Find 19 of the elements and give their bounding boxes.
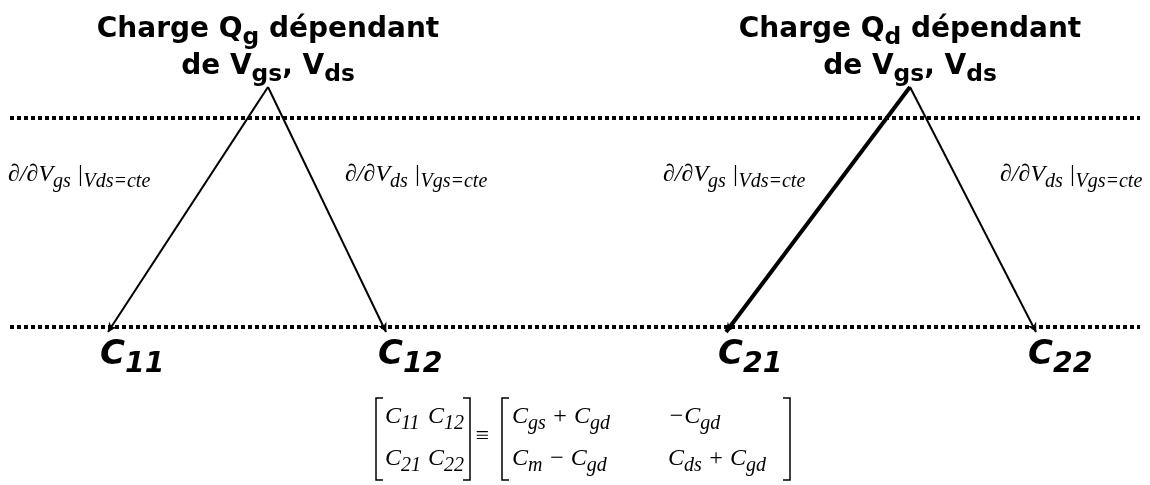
matrix-entry: −C$_{gd}$: [668, 402, 721, 434]
matrix-entry: C$_{m}$ − C$_{gd}$: [512, 444, 607, 476]
capacitance-label: C$_{12}$: [378, 332, 443, 379]
charge-heading: Charge Q$_{d}$ dépendant de V$_{gs}$, V$_{ds}$: [720, 12, 1100, 87]
matrix-entry: C$_{22}$: [428, 444, 464, 476]
matrix-entry: C$_{gs}$ + C$_{gd}$: [512, 402, 610, 434]
charge-heading: Charge Q$_{g}$ dépendant de V$_{gs}$, V$_{ds}$: [78, 12, 458, 87]
matrix-entry: C$_{21}$: [385, 444, 421, 476]
matrix-entry: C$_{11}$: [385, 402, 420, 434]
capacitance-label: C$_{22}$: [1028, 332, 1093, 379]
arrow: [724, 85, 912, 334]
capacitance-label: C$_{21}$: [718, 332, 783, 379]
capacitance-label: C$_{11}$: [100, 332, 165, 379]
equivalence-sign: ≡: [474, 422, 491, 449]
arrow: [107, 86, 269, 333]
matrix-entry: C$_{ds}$ + C$_{gd}$: [668, 444, 766, 476]
matrix-entry: C$_{12}$: [428, 402, 464, 434]
arrow: [909, 86, 1037, 333]
arrow: [267, 86, 387, 333]
